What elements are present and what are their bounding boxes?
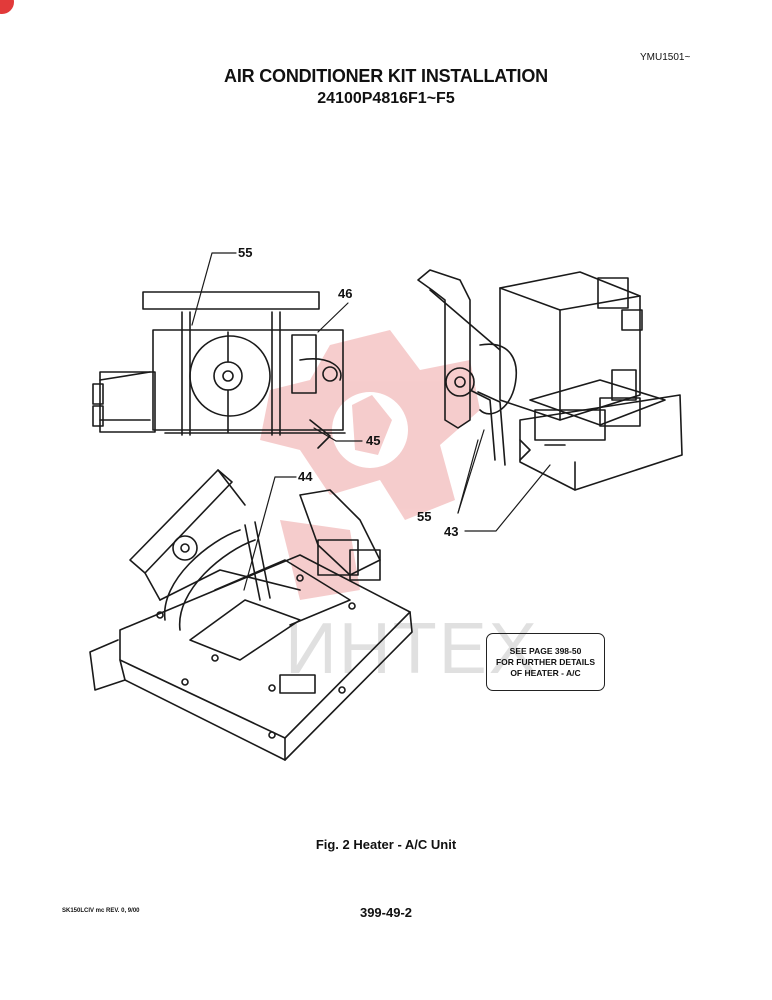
mounting-frame-view xyxy=(89,469,413,761)
callout-55-top: 55 xyxy=(238,245,253,260)
revision-info: SK150LCIV mc REV. 0, 9/00 xyxy=(62,908,140,914)
page-title: AIR CONDITIONER KIT INSTALLATION xyxy=(224,66,548,86)
heater-unit-view xyxy=(417,269,683,491)
callout-46: 46 xyxy=(338,286,353,301)
note-line-3: OF HEATER - A/C xyxy=(510,667,581,678)
callout-43: 43 xyxy=(444,524,459,539)
callout-55-right: 55 xyxy=(417,509,432,524)
watermark-logo xyxy=(260,330,480,600)
note-line-1: SEE PAGE 398-50 xyxy=(509,645,582,656)
reference-note: SEE PAGE 398-50 FOR FURTHER DETAILS OF H… xyxy=(486,633,605,691)
blower-assembly-view xyxy=(92,291,346,449)
document-code: YMU1501~ xyxy=(640,52,691,63)
callout-45: 45 xyxy=(366,433,381,448)
part-number: 24100P4816F1~F5 xyxy=(317,90,455,107)
figure-caption: Fig. 2 Heater - A/C Unit xyxy=(315,837,457,852)
page-number: 399-49-2 xyxy=(359,905,413,920)
note-line-2: FOR FURTHER DETAILS xyxy=(495,656,595,667)
callout-44: 44 xyxy=(298,469,313,484)
leader-lines xyxy=(191,252,551,591)
